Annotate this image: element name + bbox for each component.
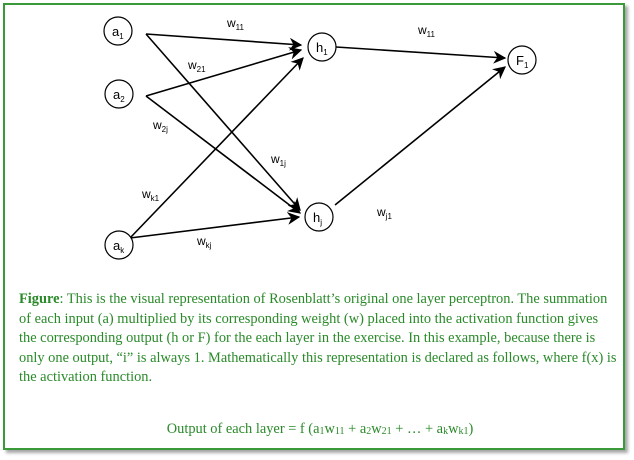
weight-label-w11-top: w11 (226, 16, 245, 32)
edge-h1-F1 (335, 46, 507, 64)
node-F1: F1 (507, 45, 537, 75)
figure-caption: Figure: This is the visual representatio… (19, 290, 619, 388)
caption-text: : This is the visual representation of R… (19, 291, 617, 385)
node-hj: hj (304, 202, 334, 232)
svg-text:F1: F1 (516, 53, 529, 70)
weight-label-w2j: w2j (152, 118, 168, 134)
edge-ak-h1 (129, 57, 304, 239)
edge-a1-hj (145, 33, 301, 211)
edge-a2-h1 (145, 47, 303, 97)
node-h1: h1 (307, 32, 337, 62)
weight-label-w11-out: w11 (417, 23, 436, 39)
weight-label-wk1: wk1 (141, 187, 160, 203)
node-a2: a2 (104, 79, 134, 109)
perceptron-diagram: a1 a2 ak h1 hj F1 w11 w21 w2j w1j wk1 wk… (103, 16, 537, 260)
weight-label-w1j: w1j (270, 152, 286, 168)
svg-text:a1: a1 (112, 24, 124, 41)
node-ak: ak (104, 230, 134, 260)
formula: Output of each layer = f (a1w11 + a2w21 … (166, 421, 474, 437)
figure-frame: a1 a2 ak h1 hj F1 w11 w21 w2j w1j wk1 wk… (3, 3, 625, 450)
node-a1: a1 (103, 16, 133, 46)
weight-label-wkj: wkj (196, 234, 212, 250)
caption-label: Figure (19, 291, 60, 307)
edge-a1-h1 (145, 33, 303, 51)
edge-ak-hj (129, 212, 301, 239)
svg-text:hj: hj (313, 210, 322, 227)
svg-text:h1: h1 (316, 40, 328, 57)
svg-text:ak: ak (113, 238, 125, 255)
edge-a2-hj (145, 95, 302, 214)
svg-text:a2: a2 (113, 87, 125, 104)
edge-hj-F1 (334, 66, 506, 206)
weight-label-wj1: wj1 (376, 205, 392, 221)
weight-label-w21: w21 (187, 58, 206, 74)
